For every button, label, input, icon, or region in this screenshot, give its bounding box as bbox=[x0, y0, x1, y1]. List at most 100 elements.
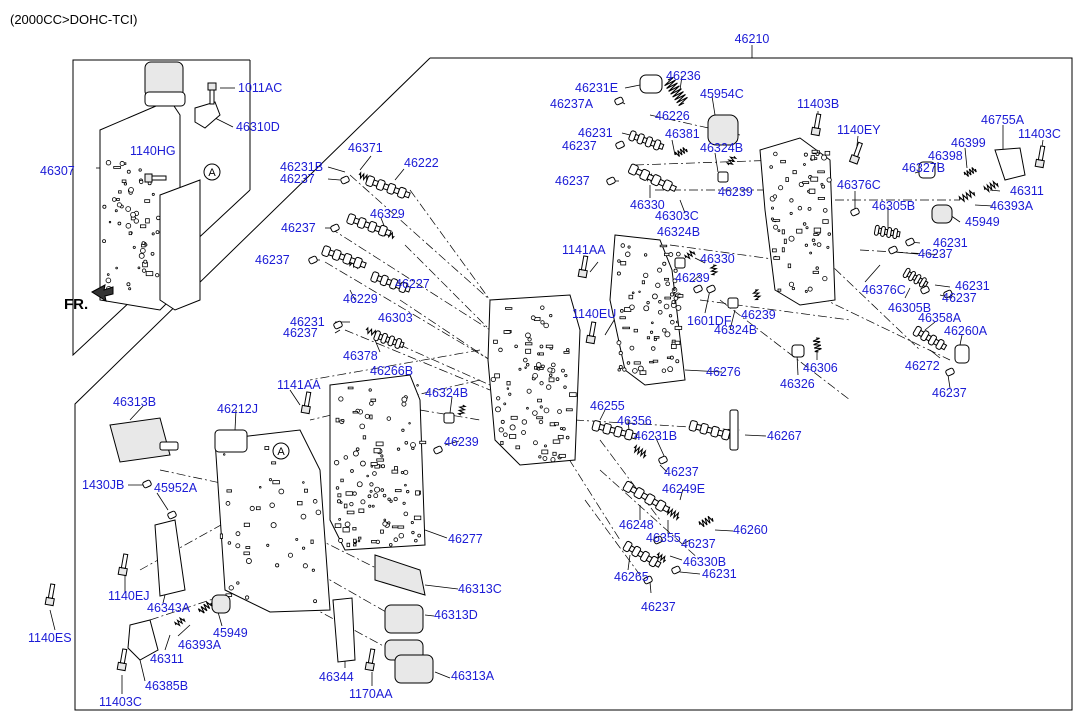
part-number-46303[interactable]: 46303 bbox=[378, 311, 413, 325]
part-number-45949-b[interactable]: 45949 bbox=[213, 626, 248, 640]
part-number-46381[interactable]: 46381 bbox=[665, 127, 700, 141]
part-number-46313c[interactable]: 46313C bbox=[458, 582, 502, 596]
part-number-1430jb[interactable]: 1430JB bbox=[82, 478, 124, 492]
part-number-46310d[interactable]: 46310D bbox=[236, 120, 280, 134]
part-number-11403b[interactable]: 11403B bbox=[797, 97, 839, 111]
part-number-46239-a[interactable]: 46239 bbox=[718, 185, 753, 199]
part-number-46311-a[interactable]: 46311 bbox=[1010, 184, 1044, 198]
part-number-46248[interactable]: 46248 bbox=[619, 518, 654, 532]
part-number-46355[interactable]: 46355 bbox=[646, 531, 681, 545]
part-number-1140es[interactable]: 1140ES bbox=[28, 631, 72, 645]
part-number-46305b-b[interactable]: 46305B bbox=[888, 301, 931, 315]
part-number-46231b[interactable]: 46231B bbox=[280, 160, 323, 174]
part-number-46313a[interactable]: 46313A bbox=[451, 669, 495, 683]
part-number-46330b[interactable]: 46330B bbox=[683, 555, 726, 569]
part-number-1141aa-a[interactable]: 1141AA bbox=[562, 243, 606, 257]
part-number-46272[interactable]: 46272 bbox=[905, 359, 940, 373]
part-number-46330-a[interactable]: 46330 bbox=[630, 198, 665, 212]
part-number-46237-a[interactable]: 46237 bbox=[280, 172, 315, 186]
part-number-46237-b[interactable]: 46237 bbox=[281, 221, 316, 235]
part-number-46226[interactable]: 46226 bbox=[655, 109, 690, 123]
part-number-46313b[interactable]: 46313B bbox=[113, 395, 156, 409]
part-number-45949-a[interactable]: 45949 bbox=[965, 215, 1000, 229]
part-number-46378[interactable]: 46378 bbox=[343, 349, 378, 363]
part-number-46260[interactable]: 46260 bbox=[733, 523, 768, 537]
part-number-46231b-b[interactable]: 46231B bbox=[634, 429, 677, 443]
part-number-46237a[interactable]: 46237A bbox=[550, 97, 594, 111]
part-number-46306[interactable]: 46306 bbox=[803, 361, 838, 375]
part-number-46393a-b[interactable]: 46393A bbox=[178, 638, 222, 652]
part-number-11403c-a[interactable]: 11403C bbox=[1018, 127, 1061, 141]
part-number-46237-h[interactable]: 46237 bbox=[942, 291, 977, 305]
part-number-46229[interactable]: 46229 bbox=[343, 292, 378, 306]
part-number-46324b-c[interactable]: 46324B bbox=[714, 323, 757, 337]
part-number-46231-b[interactable]: 46231 bbox=[578, 126, 613, 140]
part-number-11403c-b[interactable]: 11403C bbox=[99, 695, 142, 709]
part-number-46237-j[interactable]: 46237 bbox=[664, 465, 699, 479]
part-number-46313d[interactable]: 46313D bbox=[434, 608, 478, 622]
part-number-46303c[interactable]: 46303C bbox=[655, 209, 699, 223]
part-number-46376c-a[interactable]: 46376C bbox=[837, 178, 881, 192]
part-number-46399[interactable]: 46399 bbox=[951, 136, 986, 150]
part-number-1140eu[interactable]: 1140EU bbox=[572, 307, 616, 321]
part-number-46324b-a[interactable]: 46324B bbox=[700, 141, 743, 155]
part-number-46231-a[interactable]: 46231 bbox=[290, 315, 325, 329]
part-number-46305b-a[interactable]: 46305B bbox=[872, 199, 915, 213]
part-number-46398[interactable]: 46398 bbox=[928, 149, 963, 163]
part-number-46324b-d[interactable]: 46324B bbox=[425, 386, 468, 400]
part-number-46276[interactable]: 46276 bbox=[706, 365, 741, 379]
part-number-1140ej[interactable]: 1140EJ bbox=[108, 589, 149, 603]
part-number-46755a[interactable]: 46755A bbox=[981, 113, 1025, 127]
part-number-1601df[interactable]: 1601DF bbox=[687, 314, 732, 328]
part-number-46237-f[interactable]: 46237 bbox=[555, 174, 590, 188]
part-number-46231-e[interactable]: 46231 bbox=[702, 567, 737, 581]
part-number-46210[interactable]: 46210 bbox=[735, 32, 770, 46]
part-number-46267[interactable]: 46267 bbox=[767, 429, 802, 443]
part-number-46327b[interactable]: 46327B bbox=[902, 161, 945, 175]
part-number-46239-d[interactable]: 46239 bbox=[444, 435, 479, 449]
part-number-46371[interactable]: 46371 bbox=[348, 141, 383, 155]
part-number-46265[interactable]: 46265 bbox=[614, 570, 649, 584]
part-number-1141aa-b[interactable]: 1141AA bbox=[277, 378, 321, 392]
part-number-46329[interactable]: 46329 bbox=[370, 207, 405, 221]
part-number-1140hg[interactable]: 1140HG bbox=[130, 144, 176, 158]
part-number-46376c-b[interactable]: 46376C bbox=[862, 283, 906, 297]
part-number-46222[interactable]: 46222 bbox=[404, 156, 439, 170]
part-number-46237-e[interactable]: 46237 bbox=[562, 139, 597, 153]
part-number-45954c[interactable]: 45954C bbox=[700, 87, 744, 101]
part-number-46231e[interactable]: 46231E bbox=[575, 81, 618, 95]
part-number-46260a[interactable]: 46260A bbox=[944, 324, 988, 338]
part-number-46356[interactable]: 46356 bbox=[617, 414, 652, 428]
part-number-46239-c[interactable]: 46239 bbox=[741, 308, 776, 322]
part-number-1170aa[interactable]: 1170AA bbox=[349, 687, 393, 701]
part-number-46344[interactable]: 46344 bbox=[319, 670, 354, 684]
part-number-46249e[interactable]: 46249E bbox=[662, 482, 705, 496]
part-number-46236[interactable]: 46236 bbox=[666, 69, 701, 83]
part-number-46385b[interactable]: 46385B bbox=[145, 679, 188, 693]
part-number-46324b-b[interactable]: 46324B bbox=[657, 225, 700, 239]
part-number-46239-b[interactable]: 46239 bbox=[675, 271, 710, 285]
part-number-46330-b[interactable]: 46330 bbox=[700, 252, 735, 266]
part-number-46358a[interactable]: 46358A bbox=[918, 311, 962, 325]
part-number-46393a-a[interactable]: 46393A bbox=[990, 199, 1034, 213]
part-number-46326[interactable]: 46326 bbox=[780, 377, 815, 391]
part-number-46227[interactable]: 46227 bbox=[395, 277, 430, 291]
part-number-46237-k[interactable]: 46237 bbox=[681, 537, 716, 551]
part-number-46311-b[interactable]: 46311 bbox=[150, 652, 184, 666]
part-number-46277[interactable]: 46277 bbox=[448, 532, 483, 546]
part-number-46212j[interactable]: 46212J bbox=[217, 402, 258, 416]
part-number-46237-g[interactable]: 46237 bbox=[918, 247, 953, 261]
part-number-46237-i[interactable]: 46237 bbox=[932, 386, 967, 400]
part-number-46307[interactable]: 46307 bbox=[40, 164, 75, 178]
part-number-46266b[interactable]: 46266B bbox=[370, 364, 413, 378]
part-number-46237-l[interactable]: 46237 bbox=[641, 600, 676, 614]
part-number-46231-c[interactable]: 46231 bbox=[933, 236, 968, 250]
part-number-45952a[interactable]: 45952A bbox=[154, 481, 198, 495]
part-number-46343a[interactable]: 46343A bbox=[147, 601, 191, 615]
part-number-46255[interactable]: 46255 bbox=[590, 399, 625, 413]
part-number-46237-c[interactable]: 46237 bbox=[255, 253, 290, 267]
part-number-1140ey[interactable]: 1140EY bbox=[837, 123, 881, 137]
part-number-1011ac[interactable]: 1011AC bbox=[238, 81, 282, 95]
part-number-46237-d[interactable]: 46237 bbox=[283, 326, 318, 340]
part-number-46231-d[interactable]: 46231 bbox=[955, 279, 990, 293]
